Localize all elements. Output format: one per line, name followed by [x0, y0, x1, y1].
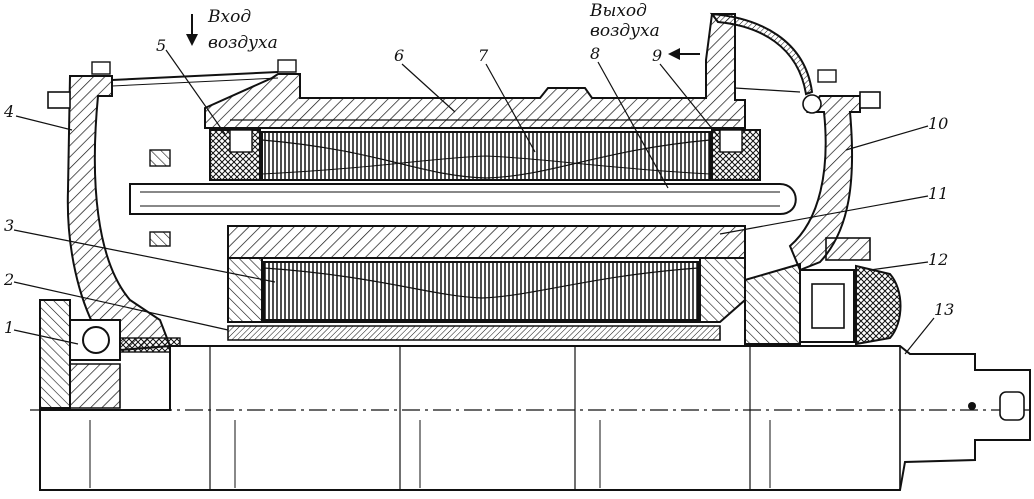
air-inlet-arrow: [186, 14, 198, 46]
callout-12: 12: [928, 250, 949, 269]
air-outlet-label-line1: Выход: [590, 1, 647, 21]
callout-9: 9: [652, 46, 663, 65]
callout-2: 2: [4, 270, 15, 289]
callout-4: 4: [4, 102, 15, 121]
callout-7: 7: [478, 46, 489, 65]
callout-1: 1: [4, 318, 15, 337]
stator-winding-bar: [129, 149, 797, 247]
callout-11: 11: [928, 184, 949, 203]
shaft: [30, 345, 1031, 491]
air-inlet-label-line2: воздуха: [208, 33, 278, 53]
rotor-rim: [227, 225, 746, 323]
callout-3: 3: [4, 216, 15, 235]
callout-13: 13: [934, 300, 955, 319]
left-end-shield: [47, 59, 297, 352]
air-outlet-hood: [709, 12, 814, 96]
callout-leaders: [13, 49, 935, 355]
air-inlet-label-line1: Вход: [208, 7, 252, 27]
callout-5: 5: [156, 36, 167, 55]
air-outlet-label-line2: воздуха: [590, 21, 660, 41]
stator-frame: [204, 13, 746, 129]
right-bearing: [744, 237, 902, 346]
callout-8: 8: [590, 44, 601, 63]
stator-core: [261, 131, 711, 181]
callout-6: 6: [394, 46, 405, 65]
stator-end-plates: [209, 129, 761, 181]
air-outlet-arrow: [668, 48, 700, 60]
left-bearing: [39, 299, 181, 409]
callout-10: 10: [928, 114, 949, 133]
rotor-core: [227, 261, 721, 341]
right-end-shield: [788, 69, 881, 272]
